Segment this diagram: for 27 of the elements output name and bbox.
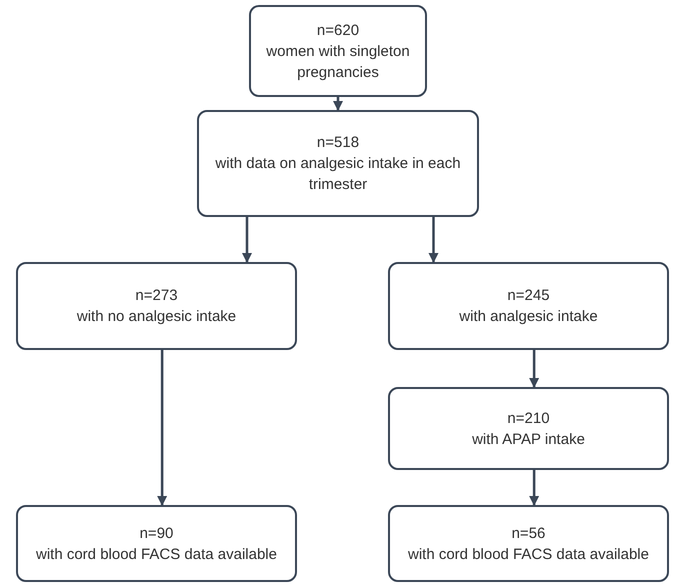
box-text: with analgesic intake xyxy=(459,307,598,327)
box-text: women with singleton pregnancies xyxy=(265,42,411,82)
box-text: with no analgesic intake xyxy=(76,307,236,327)
arrow xyxy=(157,350,168,506)
count-label: n=273 xyxy=(135,286,178,306)
box-text: with cord blood FACS data available xyxy=(36,544,277,564)
process-box xyxy=(388,387,669,470)
box-text: with APAP intake xyxy=(472,430,585,450)
process-box xyxy=(388,262,669,350)
process-box xyxy=(388,505,669,582)
arrow xyxy=(428,217,438,263)
process-box xyxy=(16,262,297,350)
process-box xyxy=(249,5,427,97)
arrow xyxy=(242,217,252,263)
count-label: n=518 xyxy=(316,133,360,153)
arrow xyxy=(529,470,540,506)
process-box xyxy=(197,110,479,217)
arrow xyxy=(529,350,540,388)
count-label: n=210 xyxy=(507,408,550,428)
count-label: n=620 xyxy=(316,20,360,40)
box-text: with data on analgesic intake in each trimester xyxy=(214,154,462,195)
count-label: n=90 xyxy=(140,524,174,544)
process-box xyxy=(16,505,297,582)
arrow xyxy=(333,97,343,111)
box-text: with cord blood FACS data available xyxy=(408,544,649,564)
count-label: n=56 xyxy=(512,524,546,544)
count-label: n=245 xyxy=(507,286,550,306)
